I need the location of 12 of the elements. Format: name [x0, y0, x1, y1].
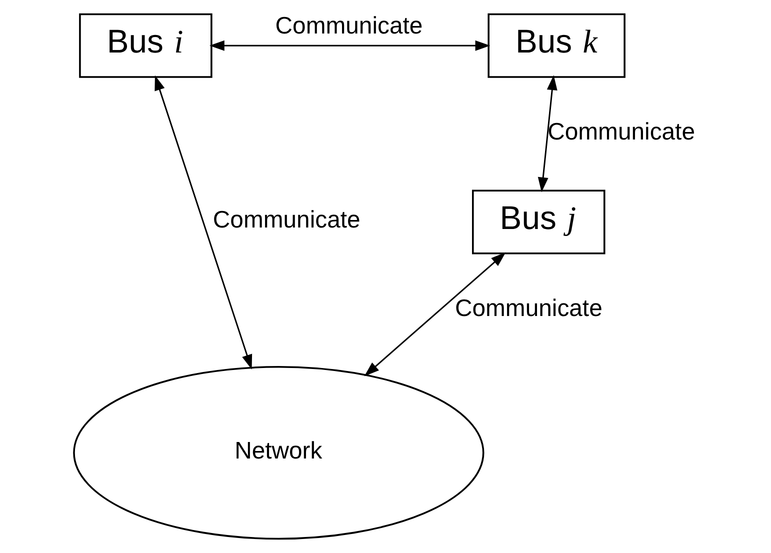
- arrow: [364, 252, 506, 376]
- node-box: Bus i: [79, 13, 212, 78]
- arrow: [154, 75, 252, 370]
- edge-label: Communicate: [454, 294, 602, 322]
- node-ellipse: Network: [73, 366, 484, 540]
- arrow: [538, 75, 558, 192]
- node-box: Bus j: [472, 190, 606, 254]
- edge-label: Communicate: [212, 206, 360, 234]
- node-box: Bus k: [488, 13, 626, 78]
- arrow: [209, 40, 490, 51]
- edge-label: Communicate: [275, 12, 423, 40]
- edge-label: Communicate: [548, 118, 695, 146]
